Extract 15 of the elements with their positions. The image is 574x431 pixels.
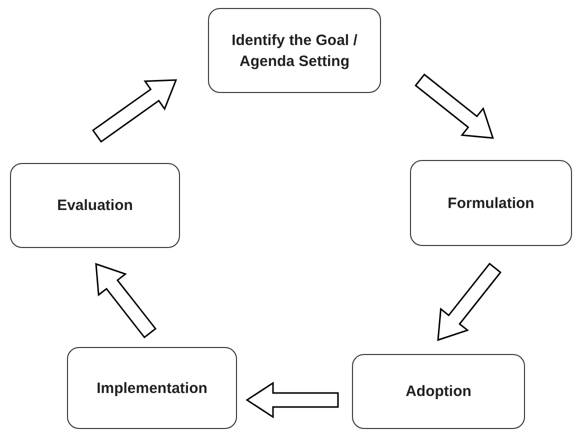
node-label: Formulation — [448, 194, 534, 214]
block-arrow — [414, 73, 494, 139]
node-label: Evaluation — [57, 196, 133, 216]
block-arrow — [437, 262, 502, 342]
process-box — [208, 8, 381, 93]
node-label: Adoption — [406, 382, 472, 402]
process-box — [67, 347, 237, 429]
process-box — [410, 160, 572, 246]
block-arrow — [92, 79, 178, 143]
block-arrow — [95, 262, 157, 338]
process-box — [10, 163, 180, 248]
block-arrow — [246, 382, 339, 418]
process-box — [352, 354, 525, 429]
node-label: Implementation — [96, 378, 208, 398]
node-label: Identify the Goal / Agenda Setting — [230, 30, 358, 72]
